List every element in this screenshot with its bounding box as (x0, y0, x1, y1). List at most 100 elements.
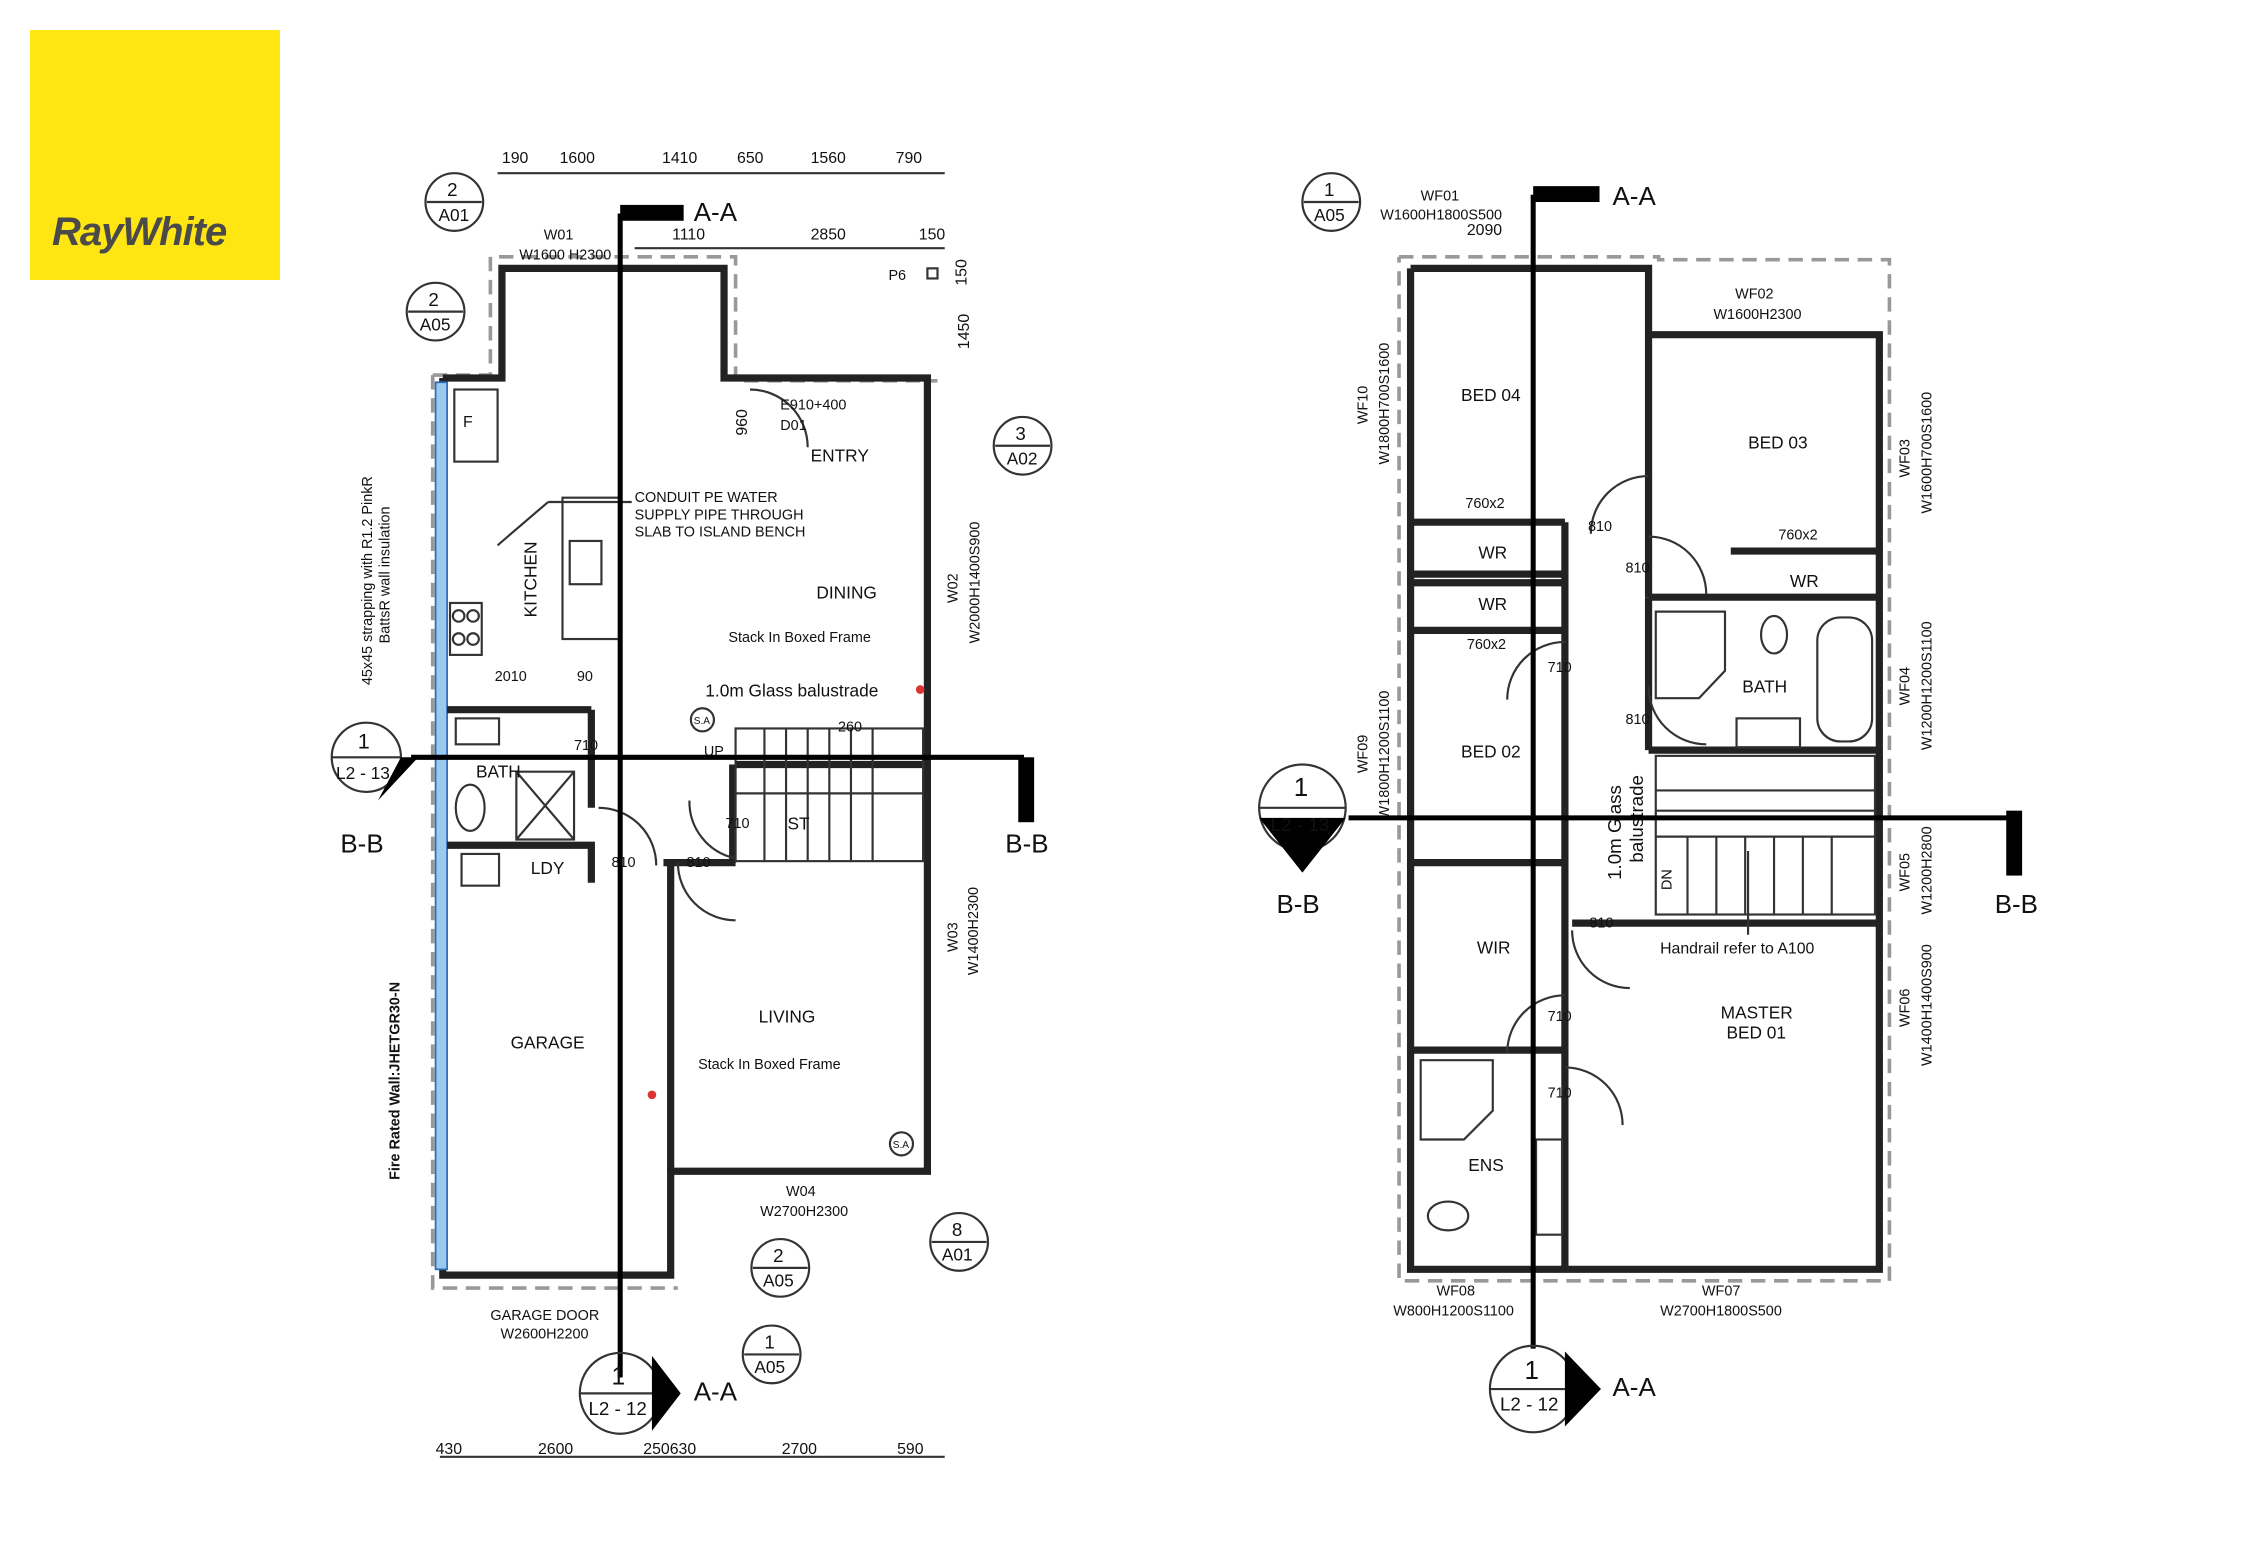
dim-text: 1110 (672, 227, 705, 244)
note-stack-1: Stack In Boxed Frame (728, 630, 871, 646)
dim-text: 710 (725, 816, 749, 832)
window-wf01: WF01 (1421, 189, 1459, 205)
room-living: LIVING (759, 1007, 816, 1027)
svg-text:A01: A01 (942, 1245, 973, 1265)
door-swing (1506, 994, 1565, 1053)
dim-text: 650 (737, 150, 764, 167)
window-wf03-size: W1600H700S1600 (1919, 392, 1935, 514)
dim-text: 710 (1548, 1086, 1572, 1102)
island-bench (561, 496, 622, 641)
marker-2-a01: 2 A01 (424, 172, 485, 232)
door-swing (1564, 1066, 1624, 1126)
section-bb-left: B-B (1276, 889, 1319, 919)
dim-text: 2700 (782, 1441, 817, 1458)
dim-text: 810 (687, 855, 711, 871)
window-wf05-size: W1200H2800 (1919, 826, 1935, 914)
toilet-icon (454, 783, 486, 832)
dim-text: 90 (577, 669, 593, 685)
room-bed01: BED 01 (1726, 1023, 1786, 1043)
dim-text: 810 (1589, 915, 1613, 931)
svg-text:A05: A05 (420, 314, 451, 334)
note-conduit-3: SLAB TO ISLAND BENCH (635, 525, 806, 541)
note-balustrade: 1.0m Glass balustrade (705, 681, 878, 701)
svg-text:L2 - 13: L2 - 13 (1271, 814, 1329, 835)
room-bath: BATH (1742, 676, 1787, 696)
stack-dot (647, 1090, 657, 1100)
window-wf02-size: W1600H2300 (1713, 307, 1801, 323)
room-wr: WR (1790, 571, 1819, 591)
door-swing (749, 388, 809, 448)
room-ens: ENS (1468, 1155, 1504, 1175)
dim-text: 810 (1588, 519, 1612, 535)
raywhite-logo: RayWhite (30, 30, 280, 280)
stack-dot (915, 685, 925, 694)
room-wr: WR (1478, 542, 1507, 562)
smoke-alarm: S.A (694, 716, 711, 727)
door-swing (1589, 474, 1649, 534)
bathtub-icon (1816, 616, 1874, 743)
note-strapping-2: BattsR wall insulation (377, 506, 393, 643)
window-w04: W04 (786, 1184, 816, 1200)
dim-text: 150 (919, 227, 946, 244)
garage-door-size: W2600H2200 (500, 1327, 588, 1343)
window-wf03: WF03 (1898, 439, 1914, 477)
room-kitchen: KITCHEN (521, 541, 541, 617)
window-wf04-size: W1200H1200S1100 (1919, 621, 1935, 750)
vanity-icon (1534, 1138, 1564, 1236)
section-bb-left: B-B (340, 828, 383, 858)
ground-floor-plan: 190 1600 1410 650 1560 790 1110 2850 150… (330, 150, 1053, 1458)
svg-text:2: 2 (447, 179, 457, 200)
dim-text: 960 (734, 409, 751, 436)
svg-text:A05: A05 (1314, 205, 1345, 225)
svg-text:A05: A05 (754, 1357, 785, 1377)
marker-1-l2-12: 1 L2 - 12 (578, 1351, 681, 1435)
dim-text: 590 (897, 1441, 924, 1458)
svg-text:2: 2 (773, 1245, 783, 1266)
dim-text: 810 (1625, 561, 1649, 577)
insulated-wall (434, 381, 448, 1271)
room-dining: DINING (816, 583, 877, 603)
svg-text:2: 2 (428, 289, 438, 310)
window-wf09: WF09 (1355, 735, 1371, 773)
dim-text: 430 (436, 1441, 463, 1458)
marker-8-a01: 8 A01 (929, 1211, 990, 1272)
window-wf10-size: W1800H700S1600 (1377, 343, 1393, 465)
vanity-icon (454, 717, 501, 746)
window-w02: W02 (946, 573, 962, 603)
note-p6: P6 (888, 268, 906, 284)
svg-text:A02: A02 (1007, 449, 1038, 469)
dim-text: 810 (612, 855, 636, 871)
svg-text:A01: A01 (438, 205, 469, 225)
svg-text:1: 1 (612, 1364, 626, 1391)
door-swing (688, 800, 736, 860)
door-swing (598, 806, 658, 866)
dim-text: 760x2 (1465, 496, 1504, 512)
room-ldy: LDY (531, 858, 565, 878)
garage-door-label: GARAGE DOOR (490, 1308, 599, 1324)
dim-text: 1560 (811, 150, 846, 167)
window-w04-size: W2700H2300 (760, 1204, 848, 1220)
room-bed02: BED 02 (1461, 741, 1521, 761)
svg-text:1: 1 (1324, 179, 1334, 200)
marker-3-a02: 3 A02 (992, 415, 1053, 476)
window-wf08: WF08 (1437, 1283, 1475, 1299)
dim-text: 760x2 (1778, 528, 1817, 544)
dim-text: 2600 (538, 1441, 573, 1458)
door-swing (1648, 535, 1708, 595)
note-fire-wall: Fire Rated Wall:JHETGR30-N (388, 982, 404, 1180)
dim-text: 1600 (560, 150, 595, 167)
window-w02-size: W2000H1400S900 (967, 522, 983, 644)
marker-1-l2-13: 1 L2 - 13 (330, 721, 419, 801)
dim-text: 710 (1548, 660, 1572, 676)
room-bed03: BED 03 (1748, 433, 1808, 453)
section-bb-right: B-B (1005, 828, 1048, 858)
section-aa-top: A-A (1613, 181, 1657, 211)
dim-text: 250630 (643, 1441, 696, 1458)
marker-1-a05: 1 A05 (741, 1324, 802, 1385)
stair-st: ST (788, 813, 811, 833)
shower-icon (1419, 1059, 1494, 1141)
svg-text:8: 8 (952, 1219, 962, 1240)
marker-2-a05-b: 2 A05 (750, 1237, 811, 1298)
dim-text: 760x2 (1467, 637, 1506, 653)
